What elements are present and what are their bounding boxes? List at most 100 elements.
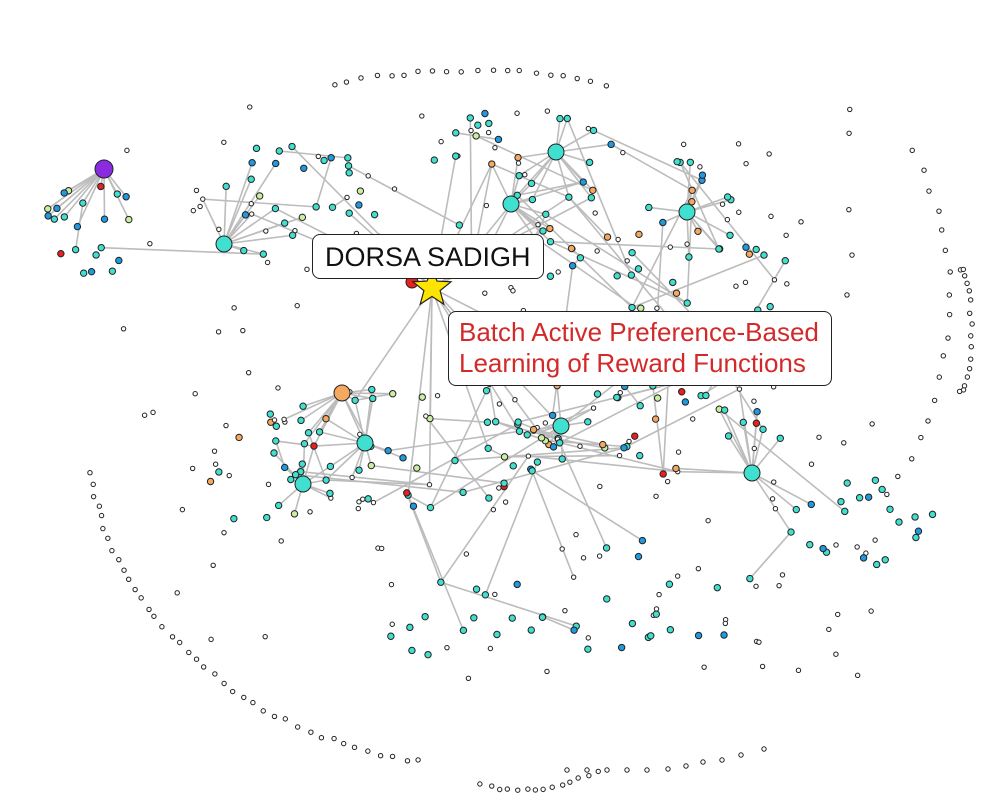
graph-node [455,221,464,229]
graph-node [438,138,444,145]
isolated-node [733,283,739,289]
isolated-node [211,448,218,454]
isolated-node [248,201,254,207]
graph-node [864,493,873,501]
isolated-node [617,389,623,396]
graph-node [603,595,611,603]
isolated-node [966,365,973,372]
graph-node [911,513,919,521]
isolated-node [562,607,568,614]
graph-edge [533,428,603,446]
isolated-node [90,481,96,488]
isolated-node [847,106,853,113]
isolated-node [759,663,766,670]
graph-node [423,413,429,419]
graph-node [841,507,849,516]
isolated-node [705,517,711,524]
isolated-node [278,538,284,544]
graph-node [739,418,747,427]
graph-node [752,419,761,427]
isolated-node [795,667,802,674]
graph-node [470,614,478,622]
graph-node [634,265,643,273]
graph-node [694,227,702,235]
isolated-node [318,734,325,741]
graph-node [527,179,536,188]
isolated-node [465,675,472,681]
graph-node [686,158,695,166]
isolated-node [463,551,470,557]
isolated-node [146,606,152,613]
graph-edge [749,531,792,580]
graph-node [688,198,696,206]
graph-node [310,442,318,450]
graph-node [408,646,416,655]
isolated-node [736,209,742,215]
graph-node [481,109,489,118]
isolated-node [656,591,662,598]
graph-node [537,434,546,442]
isolated-node [216,226,222,233]
isolated-node [262,633,268,640]
graph-edge [555,151,592,199]
graph-node [288,142,296,151]
graph-node [855,494,864,502]
isolated-node [964,280,970,287]
isolated-node [925,418,931,424]
graph-edge [528,455,678,473]
graph-edge [53,168,105,220]
graph-node [291,470,300,479]
isolated-node [514,110,520,116]
isolated-node [968,344,974,350]
graph-edge [101,246,264,255]
graph-node [403,489,411,497]
graph-node [125,215,133,224]
graph-node [535,221,541,228]
graph-node [270,449,278,457]
graph-node [912,533,920,542]
graph-node [491,418,500,426]
graph-node [895,518,903,526]
graph-node [300,164,308,172]
graph-node [79,199,87,207]
graph-node [215,468,223,476]
graph-node [565,193,573,201]
isolated-node [690,416,696,422]
graph-node [589,186,597,194]
graph-node [230,514,238,523]
graph-node [122,193,130,201]
graph-edge [440,581,577,627]
isolated-node [174,590,180,596]
graph-node [683,299,691,307]
graph-edge [373,423,519,504]
isolated-node [496,485,502,491]
graph-node [585,635,591,641]
graph-edge [475,135,594,192]
graph-edge [488,383,497,422]
isolated-node [603,83,610,89]
isolated-node [210,562,216,568]
isolated-node [761,746,767,752]
graph-node [281,416,287,423]
isolated-node [584,767,590,773]
graph-edge [388,430,520,452]
graph-edge [454,446,625,462]
isolated-node [946,292,953,298]
graph-node [720,406,729,414]
graph-node [312,203,320,211]
graph-node [666,626,675,634]
hub-node [502,195,520,213]
isolated-node [391,186,398,192]
graph-node [695,565,702,572]
isolated-node [215,329,222,335]
graph-node [488,160,496,168]
isolated-node [525,786,531,792]
graph-node [451,456,459,465]
graph-edge [751,472,797,511]
graph-node [753,407,761,416]
graph-edge [307,432,327,481]
isolated-node [719,201,726,207]
graph-edge [348,165,460,226]
graph-node [602,544,611,552]
isolated-node [772,506,779,512]
